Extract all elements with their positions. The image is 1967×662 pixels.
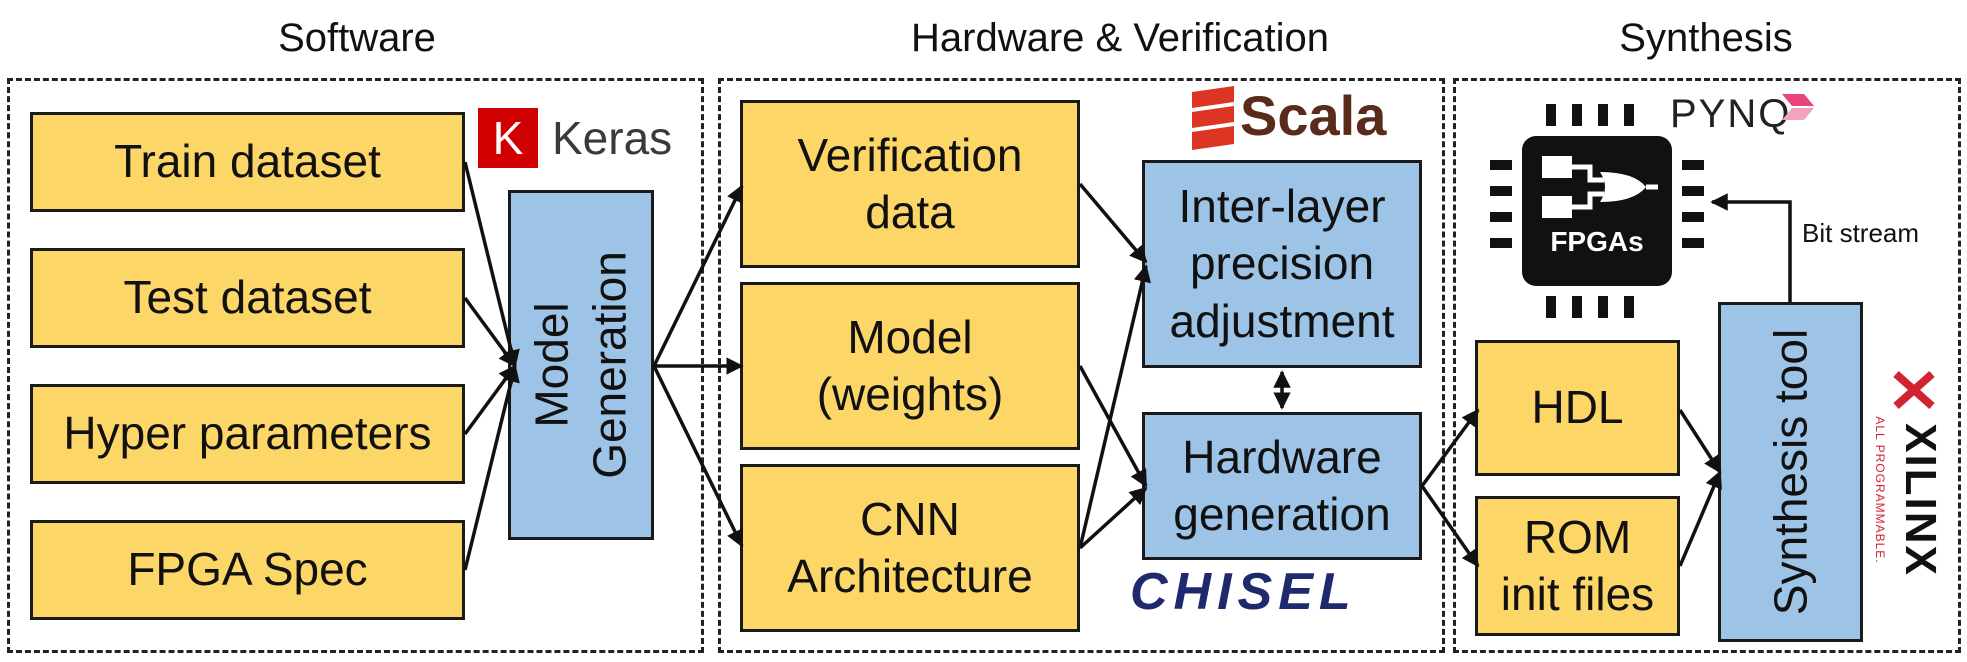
keras-logo-text: Keras xyxy=(552,112,673,164)
arrow-cnn-to-hwgen xyxy=(1078,486,1148,550)
synthesis-panel xyxy=(1453,78,1961,653)
arrow-model-to-cnn xyxy=(652,365,744,548)
fpga-spec-box: FPGA Spec xyxy=(30,520,465,620)
chisel-logo: CHISEL xyxy=(1130,563,1357,621)
bitstream-label: Bit stream xyxy=(1802,218,1920,248)
arrow-hdl-to-synthesis xyxy=(1678,409,1722,474)
arrow-hwgen-to-hdl xyxy=(1420,408,1480,488)
arrow-verification-to-interlayer xyxy=(1078,182,1148,264)
scala-logo-text: Scala xyxy=(1240,84,1387,147)
arrow-rom-to-synthesis xyxy=(1678,470,1722,567)
section-title-synthesis: Synthesis xyxy=(1619,16,1793,60)
cnn-architecture-line-2: Architecture xyxy=(787,550,1033,602)
pynq-logo-mark-icon xyxy=(1780,92,1816,127)
verification-data-line-1: Verification xyxy=(797,128,1023,181)
pynq-logo-text: PYNQ xyxy=(1670,92,1792,136)
verification-data-line-2: data xyxy=(865,186,955,238)
arrow-train-to-model xyxy=(463,161,520,368)
fpga-spec-label: FPGA Spec xyxy=(127,543,368,596)
model-weights-line-2: (weights) xyxy=(816,368,1004,420)
rom-line-2: init files xyxy=(1500,568,1655,620)
keras-logo-icon: K xyxy=(478,108,538,168)
arrow-weights-to-hwgen xyxy=(1078,365,1148,488)
fpga-chip-icon xyxy=(1486,100,1708,327)
test-dataset-box: Test dataset xyxy=(30,248,465,348)
train-dataset-box: Train dataset xyxy=(30,112,465,212)
arrow-hwgen-to-rom xyxy=(1420,484,1480,568)
arrow-bitstream-to-fpga xyxy=(1710,193,1792,302)
xilinx-logo-mark-icon xyxy=(1892,370,1952,430)
hyper-parameters-label: Hyper parameters xyxy=(63,407,432,460)
hyper-parameters-box: Hyper parameters xyxy=(30,384,465,484)
rom-line-1: ROM xyxy=(1523,510,1632,563)
hwgen-line-1: Hardware xyxy=(1182,430,1382,483)
arrow-cnn-to-interlayer xyxy=(1078,264,1151,549)
train-dataset-label: Train dataset xyxy=(114,135,381,188)
scala-logo-icon xyxy=(1188,86,1238,157)
fpga-chip-label: FPGAs xyxy=(1550,226,1644,257)
section-title-hardware: Hardware & Verification xyxy=(911,16,1329,60)
interlayer-line-1: Inter-layer xyxy=(1178,179,1386,232)
cnn-architecture-line-1: CNN xyxy=(860,492,960,545)
test-dataset-label: Test dataset xyxy=(123,271,372,324)
interlayer-line-2: precision xyxy=(1189,237,1375,290)
arrow-spec-to-model xyxy=(463,364,520,571)
model-weights-line-1: Model xyxy=(847,310,973,363)
hdl-box: HDL xyxy=(1475,340,1680,476)
keras-logo-letter: K xyxy=(492,112,524,164)
hdl-label: HDL xyxy=(1531,381,1624,434)
section-title-software: Software xyxy=(278,16,436,60)
hwgen-line-2: generation xyxy=(1173,488,1391,540)
arrow-test-to-model xyxy=(463,296,517,368)
interlayer-line-3: adjustment xyxy=(1169,294,1395,347)
arrow-model-to-verification xyxy=(652,184,744,367)
